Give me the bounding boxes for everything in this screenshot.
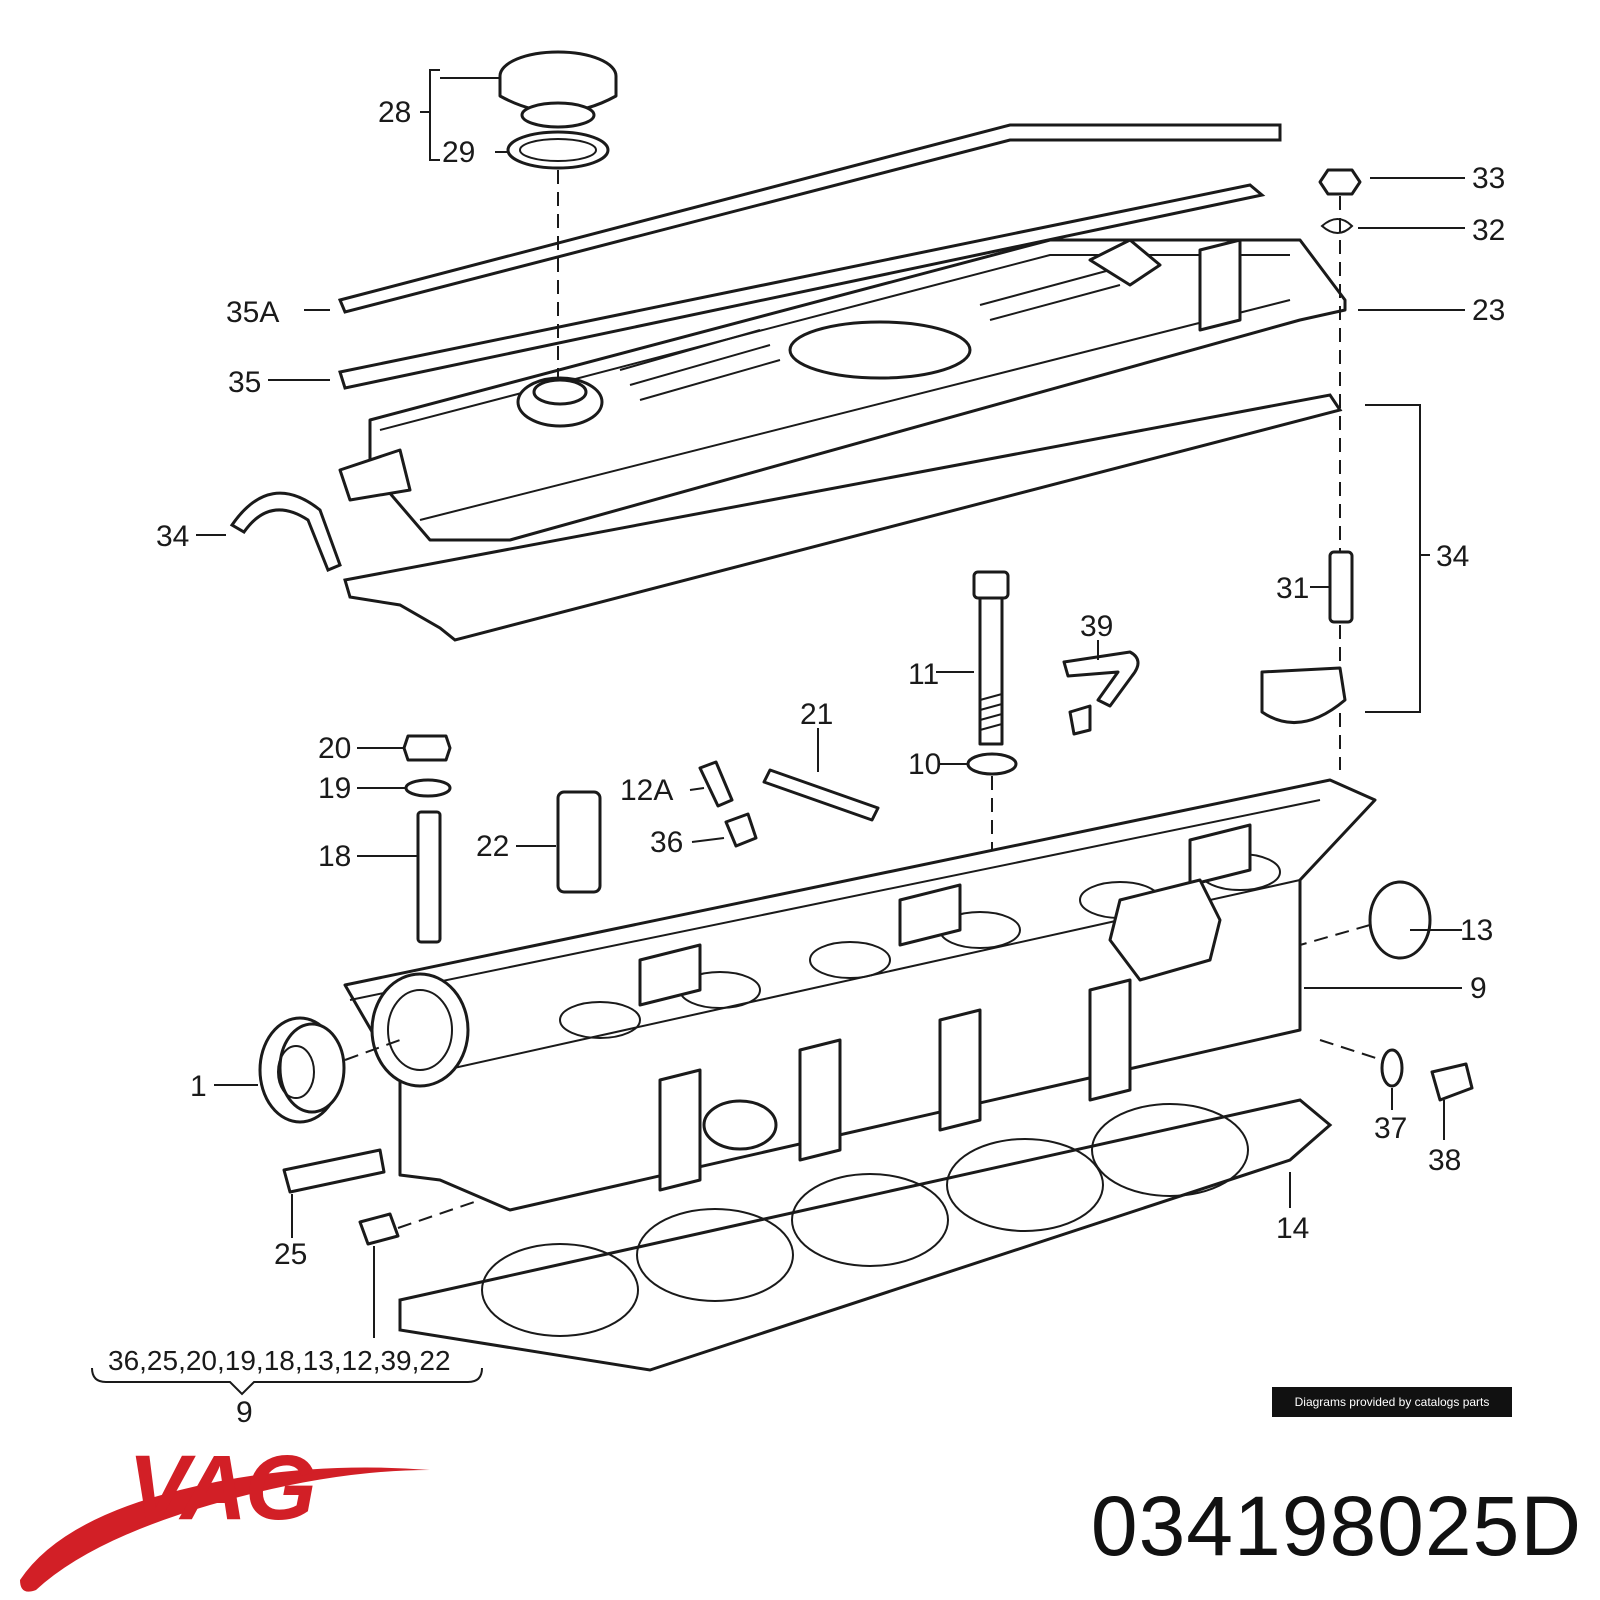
callout-28: 28 [378,96,411,129]
callout-36: 36 [650,826,683,859]
callout-33: 33 [1472,162,1505,195]
cap-13-drawing [1368,880,1432,960]
callout-25: 25 [274,1238,307,1271]
seal-half-moon-drawing [1260,666,1347,725]
valve-cover-drawing [338,238,1347,542]
gasket-23-drawing [343,393,1343,642]
washer-37-drawing [1380,1048,1404,1088]
callout-29: 29 [442,136,475,169]
nut-20-drawing [402,734,452,762]
seal-34-left-drawing [229,491,342,572]
callout-37: 37 [1374,1112,1407,1145]
kit-reference-number: 9 [236,1396,253,1429]
callout-35a: 35A [226,296,279,329]
sensor-12a-drawing [698,760,734,808]
callout-32: 32 [1472,214,1505,247]
callout-31: 31 [1276,572,1309,605]
callout-10: 10 [908,748,941,781]
callout-18: 18 [318,840,351,873]
pipe-39-drawing [1062,650,1140,708]
head-bolt-11-drawing [972,570,1010,746]
callout-11: 11 [908,658,939,691]
callout-21: 21 [800,698,833,731]
part-number: 034198025D [1090,1479,1582,1573]
gasket-35a-drawing [337,123,1282,314]
plug-36-drawing [724,812,758,848]
plug-12-drawing [358,1212,400,1246]
cylinder-head-drawing [343,778,1377,1212]
washer-19-drawing [404,778,452,798]
callout-35: 35 [228,366,261,399]
stud-21-drawing [762,768,880,822]
callout-labels: 28 29 33 32 23 35A 35 34 34 31 39 11 10 … [108,96,1505,1429]
callout-19: 19 [318,772,351,805]
vag-logo-swoosh [20,1467,430,1592]
plug-38-drawing [1430,1062,1474,1102]
dowel-25-drawing [282,1148,386,1194]
stud-31-drawing [1328,550,1354,624]
washer-32-drawing [1320,218,1354,234]
vag-logo-text: VAG [128,1437,317,1539]
gasket-35-drawing [338,183,1266,390]
oil-filler-seal-drawing [506,130,610,170]
leader-lines [91,69,1465,1396]
washer-10-drawing [966,752,1018,776]
callout-34-right: 34 [1436,540,1469,573]
sleeve-22-drawing [556,790,602,894]
callout-38: 38 [1428,1144,1461,1177]
oil-filler-cap-drawing [498,50,618,129]
callout-23: 23 [1472,294,1505,327]
callout-39: 39 [1080,610,1113,643]
callout-22: 22 [476,830,509,863]
callout-20: 20 [318,732,351,765]
stud-18-drawing [416,810,442,944]
callout-34-left: 34 [156,520,189,553]
nut-33-drawing [1318,168,1362,196]
diagram-credit-badge: Diagrams provided by catalogs parts [1272,1387,1512,1417]
callout-13: 13 [1460,914,1493,947]
callout-9-right: 9 [1470,972,1487,1005]
kit-components-list: 36,25,20,19,18,13,12,39,22 [108,1345,451,1376]
callout-1: 1 [190,1070,207,1103]
head-gasket-14-drawing [398,1098,1333,1372]
callout-12a: 12A [620,774,673,807]
callout-14: 14 [1276,1212,1309,1245]
oil-seal-1-drawing [258,1016,346,1124]
